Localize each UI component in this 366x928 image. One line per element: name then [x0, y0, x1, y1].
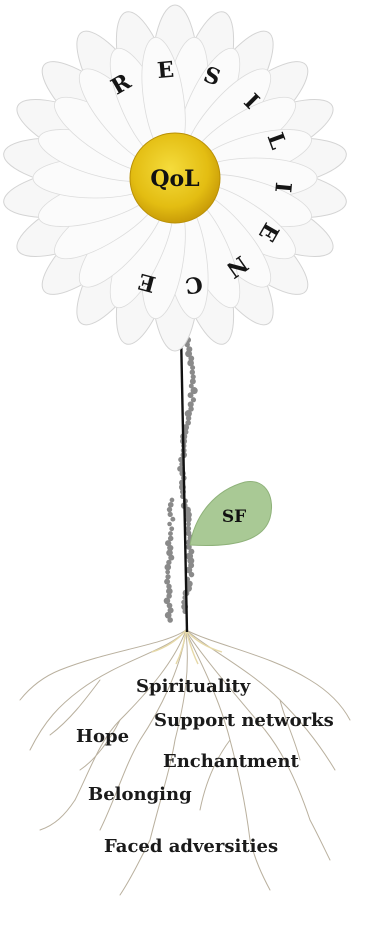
flower-center-label: QoL [150, 166, 199, 192]
trail-dot [165, 570, 170, 575]
root-label-support-networks: Support networks [154, 710, 334, 731]
trail-dot [170, 498, 175, 503]
trail-dot [167, 617, 173, 623]
trail-dot [190, 365, 195, 370]
trail-dot [189, 572, 194, 577]
trail-dot [168, 555, 174, 561]
root-label-spirituality: Spirituality [136, 676, 251, 697]
root-label-faced-adversities: Faced adversities [104, 836, 278, 857]
trail-dot [167, 507, 172, 512]
trail-dot [164, 579, 170, 585]
trail-dot [165, 564, 172, 571]
trail-dot [165, 574, 170, 579]
trail-dot [170, 517, 175, 522]
root-label-hope: Hope [76, 726, 129, 747]
ring-letter: E [156, 57, 175, 84]
trail-dot [190, 370, 195, 375]
trail-dot [167, 522, 172, 527]
trail-dot [168, 502, 174, 508]
dotted-trail [164, 337, 198, 623]
trail-dot [169, 526, 174, 531]
root-label-belonging: Belonging [88, 784, 192, 805]
trail-dot [168, 512, 173, 517]
trail-dot [188, 392, 194, 398]
leaf-sf-label: SF [222, 507, 246, 527]
trail-dot [186, 522, 191, 527]
trail-dot [190, 378, 196, 384]
root-label-enchantment: Enchantment [163, 751, 300, 772]
trail-dot [168, 531, 173, 536]
